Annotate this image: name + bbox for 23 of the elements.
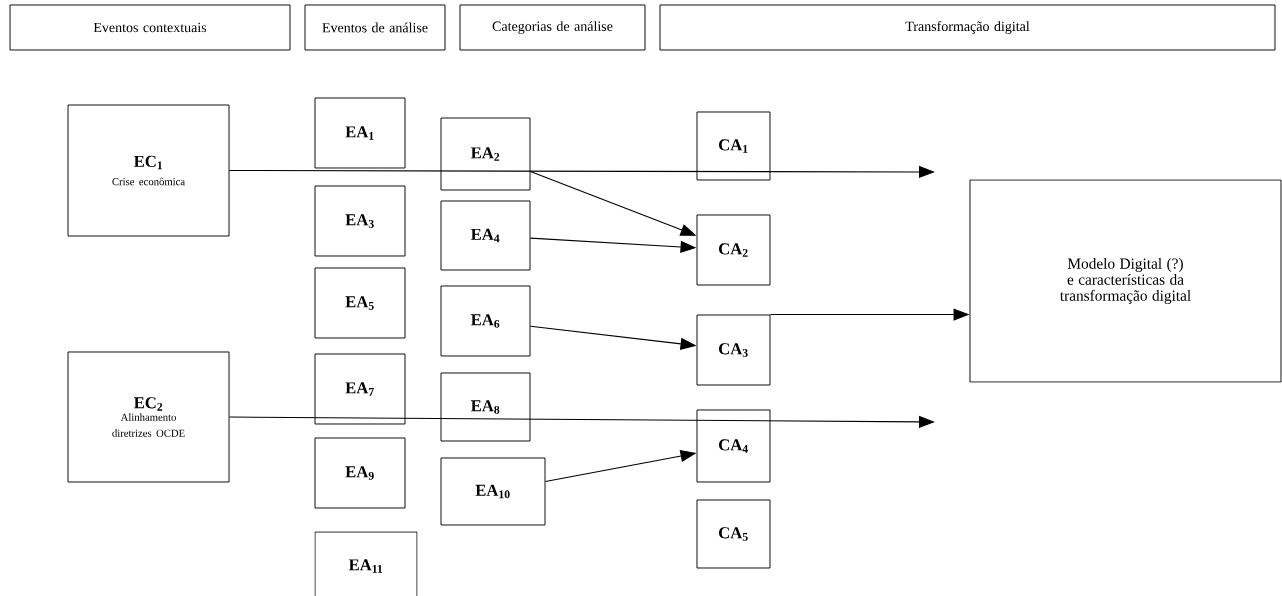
header-box: Eventos contextuais [9,4,291,51]
event-box: CA$_{4}$ [696,409,771,483]
event-box: EA$_{6}$ [440,285,531,357]
header-box: Transformação digital [659,4,1276,51]
event-box: EA$_{5}$ [314,267,406,339]
event-box: CA$_{1}$ [696,111,771,181]
event-box: EA$_{10}$ [440,457,546,526]
event-box: CA$_{2}$ [696,214,771,286]
event-box: CA$_{3}$ [696,314,771,386]
event-box: EA$_{3}$ [314,185,406,257]
event-box: EA$_{2}$ [440,117,531,191]
event-box: CA$_{5}$ [696,499,771,569]
event-box: EA$_{7}$ [314,353,406,425]
header-box: Eventos de análise [304,4,446,51]
event-box: EA$_{4}$ [440,200,531,271]
event-box: EC$_{2}$ Alinhamento diretrizes OCDE [67,351,230,483]
event-box: EA$_{8}$ [440,372,531,442]
header-box: Categorias de análise [459,4,646,51]
event-box: EA$_{11}$ [314,531,418,596]
event-box: EC$_{1}$ Crise econômica [67,104,230,237]
model-box: Modelo Digital (?) e características da transformação digital [969,179,1282,383]
event-box: EA$_{9}$ [314,437,406,509]
event-box: EA$_{1}$ [314,97,406,169]
